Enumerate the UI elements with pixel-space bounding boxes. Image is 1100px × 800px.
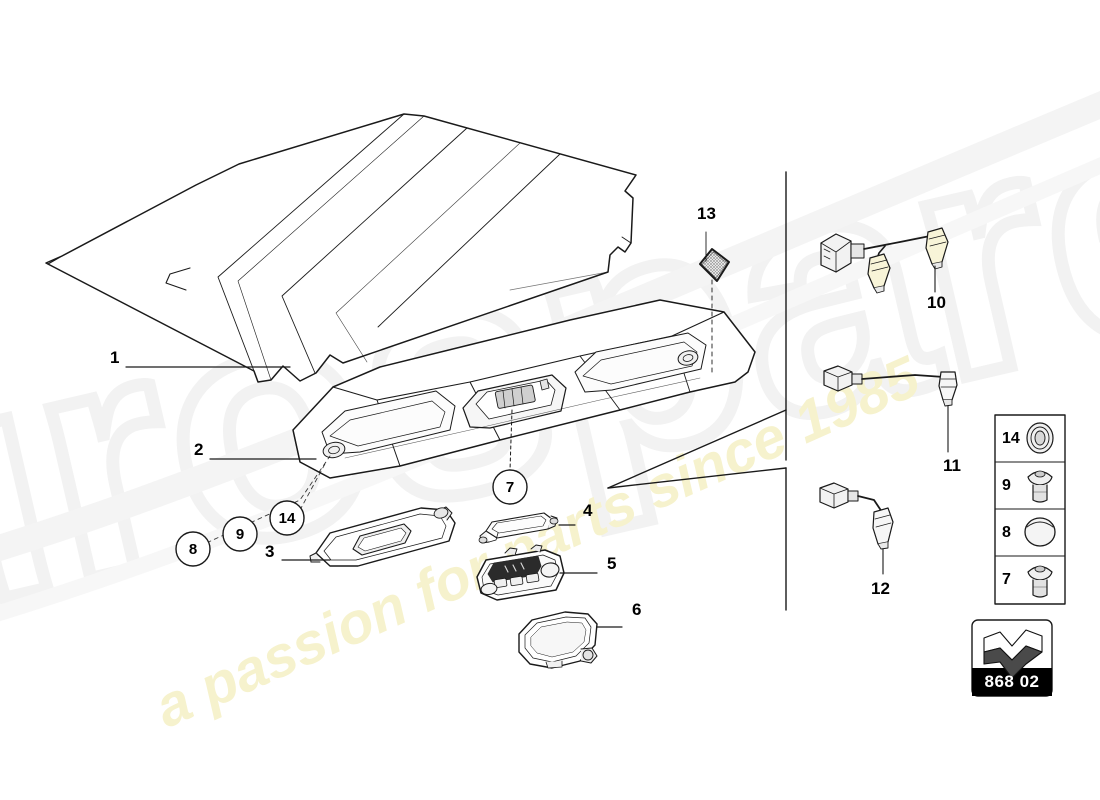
part-1-roof-panel — [45, 113, 637, 383]
callout-label-4: 4 — [583, 501, 593, 520]
part-3-sun-visor — [309, 506, 456, 567]
callout-label-11: 11 — [943, 456, 961, 475]
icon-washer-grommet — [1026, 422, 1054, 454]
part-12-wiring-harness-short — [819, 482, 894, 575]
panel-dividers — [607, 171, 787, 611]
icon-button-head-screw-7 — [1027, 565, 1053, 598]
callout-circle-8: 8 — [188, 541, 198, 558]
part-2-roof-trim-panel — [292, 299, 756, 479]
callout-label-12: 12 — [871, 579, 890, 598]
callout-circle-7: 7 — [505, 479, 515, 496]
callout-label-3: 3 — [265, 542, 275, 561]
leader-lines — [125, 366, 623, 628]
part-4-retaining-bracket — [478, 512, 559, 544]
group-code: 868 02 — [984, 672, 1040, 691]
icon-button-head-screw-9 — [1027, 470, 1053, 503]
parts-table-row-14: 14 — [1002, 429, 1020, 447]
parts-table-graphics — [994, 414, 1066, 605]
part-5-interior-light-unit — [476, 544, 565, 601]
part-13-mesh-insert — [699, 231, 730, 373]
parts-table-row-9: 9 — [1002, 476, 1011, 494]
callout-circle-14: 14 — [278, 510, 296, 527]
parts-table-row-8: 8 — [1002, 524, 1011, 542]
part-6-mirror-surround — [518, 611, 598, 669]
parts-table-row-7: 7 — [1002, 571, 1011, 589]
part-10-wiring-harness-long — [820, 227, 949, 294]
part-11-wiring-harness-medium — [823, 365, 958, 453]
callout-label-2: 2 — [194, 440, 204, 459]
callout-label-6: 6 — [632, 600, 642, 619]
callout-label-13: 13 — [697, 204, 716, 223]
callout-label-5: 5 — [607, 554, 617, 573]
callout-circle-graphics — [175, 469, 528, 567]
group-badge-graphics — [971, 619, 1053, 697]
callout-circle-9: 9 — [235, 526, 245, 543]
callout-label-1: 1 — [110, 348, 120, 367]
icon-round-cap-plug — [1024, 517, 1056, 547]
callout-label-10: 10 — [927, 293, 946, 312]
chevron-arrow-icon — [983, 629, 1043, 679]
